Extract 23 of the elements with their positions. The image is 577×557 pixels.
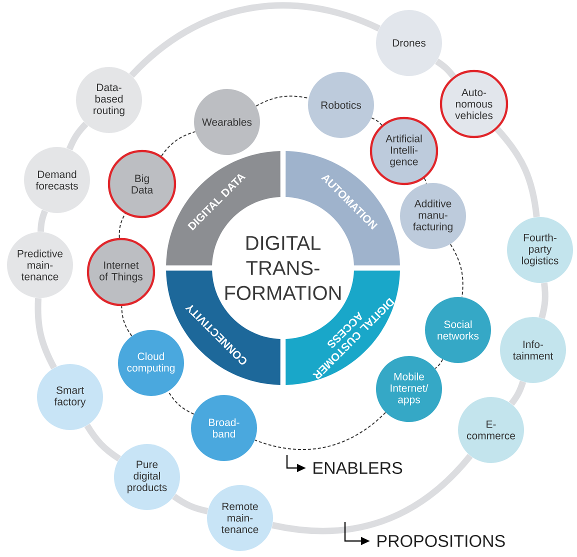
dashed-connector [118,213,126,238]
dashed-connector [121,306,132,336]
ring-segment [494,126,540,218]
ring-segment [272,454,473,534]
dashed-connector [434,358,444,370]
ring-segment [38,210,48,232]
ring-segment [538,282,548,319]
ring-segment [84,424,122,462]
dashed-connector [424,178,427,184]
dashed-connector [256,96,309,106]
ring-segment [508,380,526,406]
section-label: PROPOSITIONS [378,534,505,548]
dashed-connector [371,117,382,126]
dashed-connector [160,131,196,156]
ring-segment [129,2,380,78]
ring-segment [434,58,456,79]
dashed-connector [450,244,464,298]
ring-segment [66,122,88,150]
ring-segment [172,494,208,514]
dashed-connector [168,390,194,415]
ring-segment [34,298,57,370]
section-label: ENABLERS [314,462,402,474]
dashed-connector [254,412,386,450]
